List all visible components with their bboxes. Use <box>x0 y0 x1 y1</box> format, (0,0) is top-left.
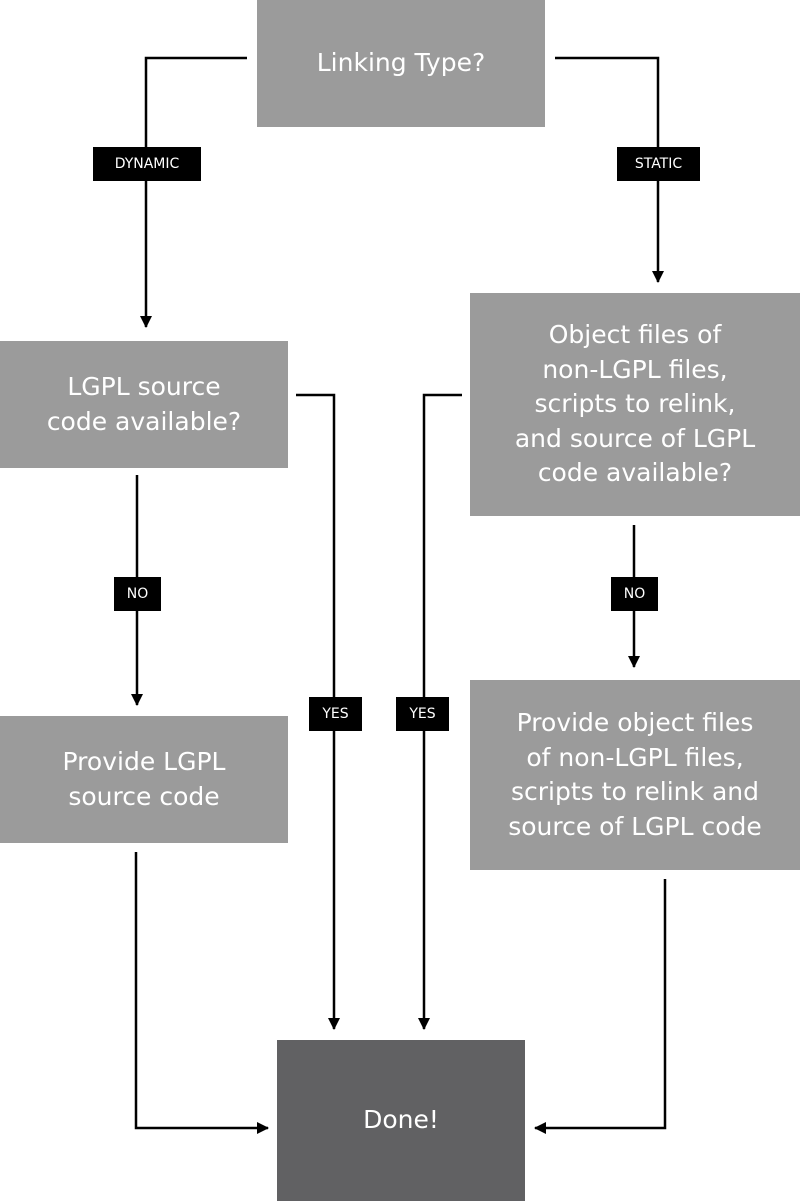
label-yes-left: YES <box>309 697 362 731</box>
label-yes-right: YES <box>396 697 449 731</box>
connector-static <box>555 56 664 283</box>
label-dynamic: DYNAMIC <box>93 147 201 181</box>
label-no-right: NO <box>611 577 658 611</box>
provide-lgpl-source-node: Provide LGPL source code <box>0 716 288 843</box>
label-static: STATIC <box>617 147 700 181</box>
done-node: Done! <box>277 1040 525 1201</box>
label-no-left: NO <box>114 577 161 611</box>
connector-dynamic <box>140 56 247 328</box>
connector-yes-right <box>418 393 462 1030</box>
connector-provide-lgpl-to-done <box>134 852 269 1134</box>
lgpl-source-available-node: LGPL source code available? <box>0 341 288 468</box>
connector-yes-left <box>296 393 340 1030</box>
object-files-available-node: Object files of non-LGPL files, scripts … <box>470 293 800 516</box>
provide-object-files-node: Provide object files of non-LGPL files, … <box>470 680 800 870</box>
linking-type-node: Linking Type? <box>257 0 545 127</box>
connector-provide-object-to-done <box>534 879 667 1134</box>
